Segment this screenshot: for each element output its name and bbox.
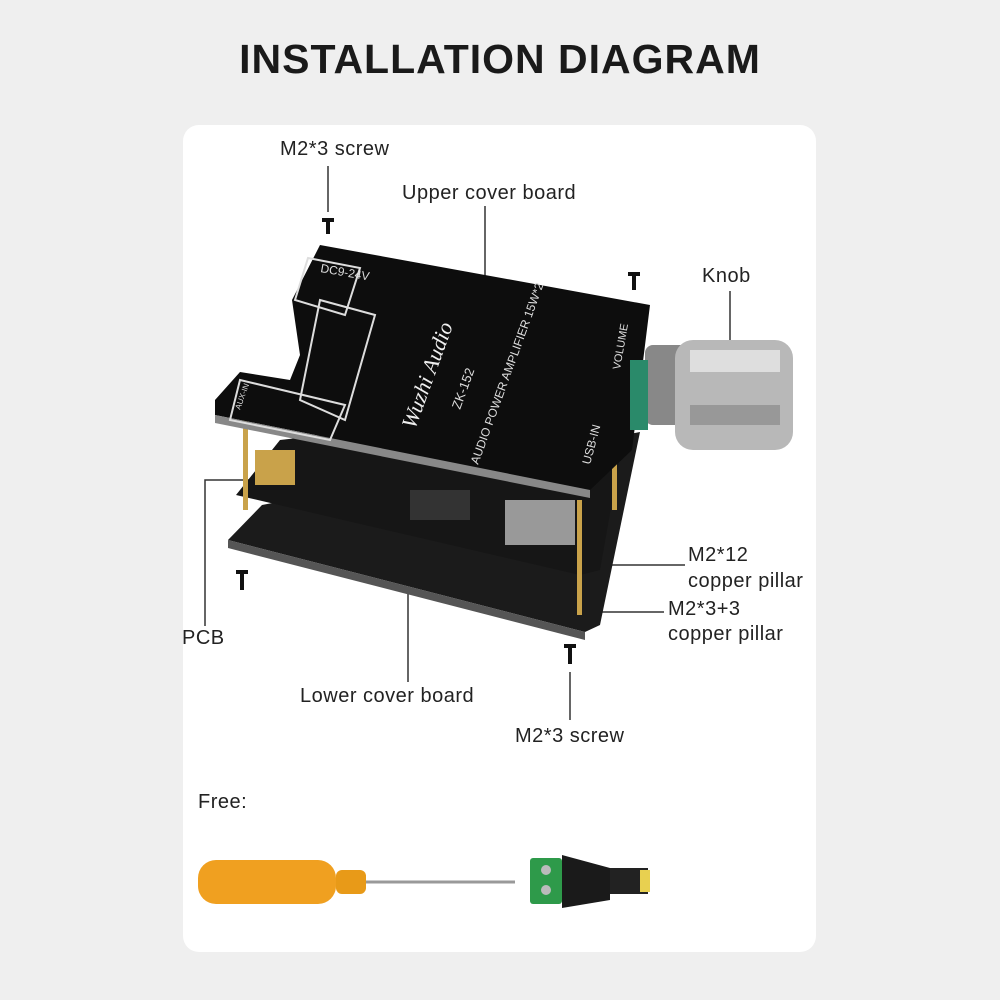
label-lower-cover: Lower cover board xyxy=(300,685,475,707)
label-knob: Knob xyxy=(702,265,751,287)
label-upper-cover: Upper cover board xyxy=(402,182,577,204)
label-screw-bottom: M2*3 screw xyxy=(515,725,625,747)
label-screw-top: M2*3 screw xyxy=(280,138,390,160)
knob xyxy=(630,340,793,450)
upper-cover-board xyxy=(215,245,650,490)
copper-pillars xyxy=(243,420,617,615)
dc-connector-icon xyxy=(530,855,650,908)
screws xyxy=(236,218,640,664)
label-free: Free: xyxy=(198,791,248,813)
label-pillar12-size: M2*12 xyxy=(688,544,749,566)
page-title: INSTALLATION DIAGRAM xyxy=(239,36,761,82)
label-pcb: PCB xyxy=(182,627,225,649)
label-pillar33-name: copper pillar xyxy=(668,623,784,645)
label-pillar12-name: copper pillar xyxy=(688,570,804,592)
label-pillar33-size: M2*3+3 xyxy=(668,598,741,620)
screwdriver-icon xyxy=(198,860,515,904)
